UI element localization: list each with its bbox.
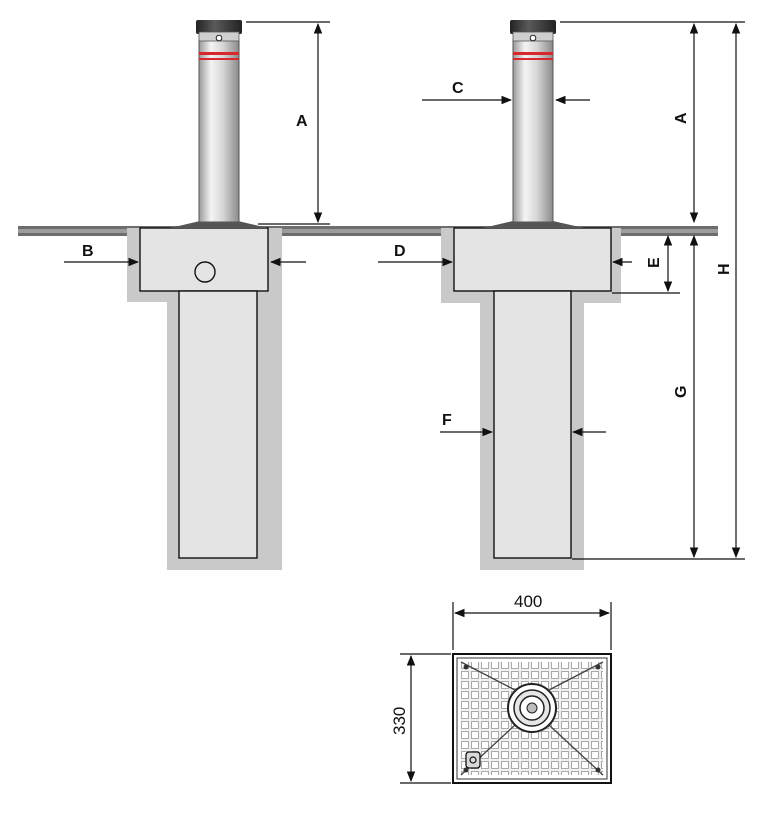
- plan-view-cover: [452, 653, 612, 784]
- left-bollard-cap: [196, 20, 242, 34]
- right-bollard-assembly: [441, 20, 621, 570]
- plan-bollard-center-icon: [526, 702, 538, 714]
- left-cap-light-icon: [215, 34, 223, 42]
- label-a-right: A: [673, 112, 690, 124]
- plan-lock-icon: [465, 751, 481, 769]
- left-reflective-band: [199, 52, 239, 55]
- label-f: F: [442, 412, 452, 429]
- plan-depth-value: 330: [390, 707, 409, 735]
- left-bollard-assembly: [127, 20, 282, 570]
- right-reflective-band: [513, 52, 553, 55]
- right-cap-light-icon: [529, 34, 537, 42]
- plan-width-value: 400: [514, 592, 542, 611]
- label-b: B: [82, 243, 94, 260]
- left-bollard-flange: [170, 221, 268, 228]
- right-bollard-flange: [483, 221, 584, 228]
- ground-surface: [18, 226, 718, 236]
- label-d: D: [394, 243, 406, 260]
- left-upper-housing: [139, 227, 269, 292]
- left-drain-hole: [194, 261, 216, 283]
- right-upper-housing: [453, 227, 612, 292]
- right-lower-casing: [493, 290, 572, 559]
- dimension-lines: [64, 21, 745, 784]
- left-bollard-post: [198, 39, 240, 223]
- right-bollard-cap: [510, 20, 556, 34]
- label-e: E: [646, 257, 663, 268]
- dimension-labels: A B C D F A H E G: [82, 80, 733, 429]
- plan-corner-bolts: [463, 664, 601, 773]
- label-h: H: [716, 263, 733, 275]
- label-g: G: [673, 386, 690, 398]
- label-a-left: A: [296, 113, 308, 130]
- left-lower-casing: [178, 290, 258, 559]
- label-c: C: [452, 80, 464, 97]
- right-bollard-post: [512, 39, 554, 223]
